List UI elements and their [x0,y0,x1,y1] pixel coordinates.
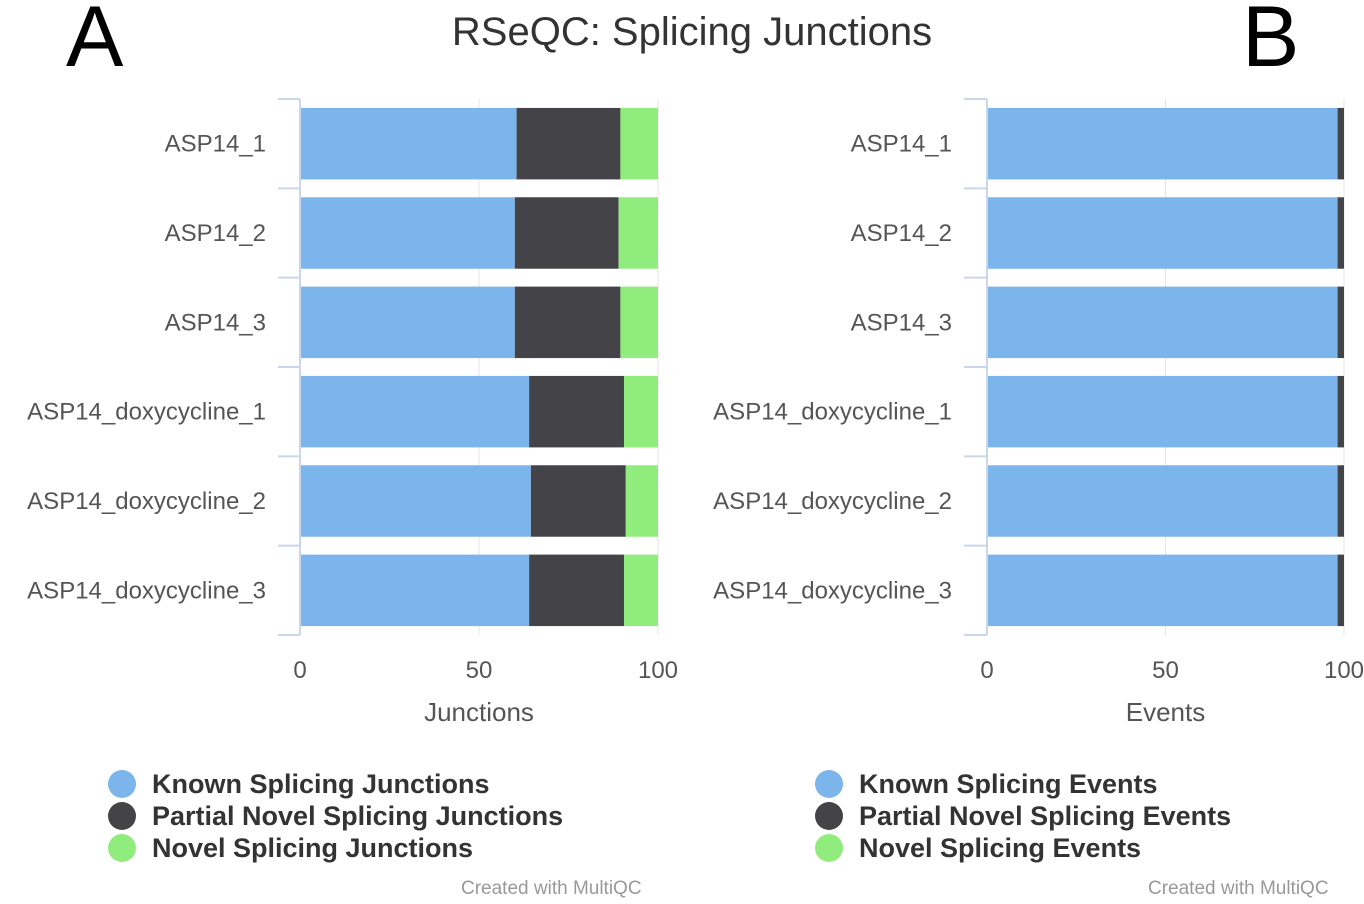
legend-label: Known Splicing Junctions [152,768,490,799]
legend-item-novel-events[interactable]: Novel Splicing Events [815,832,1231,864]
category-label: ASP14_1 [165,131,266,158]
category-label: ASP14_doxycycline_1 [713,399,952,426]
legend-label: Novel Splicing Junctions [152,832,474,863]
x-tick-label: 50 [1152,657,1179,684]
x-axis-title: Events [1126,697,1206,727]
legend-label: Known Splicing Events [859,768,1158,799]
bar-partial-novel-splicing-events [1337,197,1344,269]
bar-partial-novel-splicing-events [1337,375,1344,448]
bar-known-splicing-junctions [300,197,515,269]
legend-events: Known Splicing Events Partial Novel Spli… [815,768,1231,864]
bar-partial-novel-splicing-events [1337,554,1344,627]
bar-partial-novel-splicing-junctions [529,375,624,448]
category-label: ASP14_2 [165,220,266,247]
bar-known-splicing-junctions [300,286,515,359]
panel-label-a: A [66,0,124,85]
legend-marker-partial [815,802,843,830]
bar-known-splicing-junctions [300,107,517,180]
bar-partial-novel-splicing-events [1337,465,1344,537]
x-axis-title: Junctions [424,697,534,727]
bar-novel-splicing-junctions [620,107,658,180]
legend-junctions: Known Splicing Junctions Partial Novel S… [108,768,563,864]
legend-marker-known [108,770,136,798]
credit-left[interactable]: Created with MultiQC [461,878,642,899]
category-label: ASP14_3 [851,309,952,336]
bar-known-splicing-junctions [300,375,530,448]
x-tick-label: 50 [466,657,493,684]
category-label: ASP14_doxycycline_2 [713,488,952,515]
bar-known-splicing-events [987,554,1338,627]
bar-known-splicing-junctions [300,465,531,537]
x-tick-label: 0 [293,657,306,684]
legend-item-novel-junctions[interactable]: Novel Splicing Junctions [108,832,563,864]
bar-known-splicing-events [987,465,1338,537]
x-tick-label: 100 [1324,657,1364,684]
category-label: ASP14_doxycycline_3 [713,577,952,604]
category-label: ASP14_2 [851,220,952,247]
bar-partial-novel-splicing-junctions [516,107,621,180]
legend-item-partial-novel-events[interactable]: Partial Novel Splicing Events [815,800,1231,832]
bar-partial-novel-splicing-junctions [529,554,624,627]
credit-right[interactable]: Created with MultiQC [1148,878,1329,899]
legend-label: Partial Novel Splicing Junctions [152,800,564,831]
bar-known-splicing-events [987,286,1338,359]
bar-novel-splicing-junctions [620,286,658,359]
legend-label: Partial Novel Splicing Events [859,800,1232,831]
legend-marker-known [815,770,843,798]
panel-label-b: B [1242,0,1300,85]
bar-known-splicing-events [987,375,1338,448]
bar-known-splicing-events [987,107,1338,180]
legend-marker-novel [815,834,843,862]
x-tick-label: 100 [638,657,678,684]
legend-marker-partial [108,802,136,830]
category-label: ASP14_3 [165,309,266,336]
bar-partial-novel-splicing-junctions [514,286,621,359]
legend-item-known-events[interactable]: Known Splicing Events [815,768,1231,800]
bar-partial-novel-splicing-events [1337,286,1344,359]
category-label: ASP14_1 [851,131,952,158]
legend-item-partial-novel-junctions[interactable]: Partial Novel Splicing Junctions [108,800,563,832]
legend-marker-novel [108,834,136,862]
category-label: ASP14_doxycycline_3 [27,577,266,604]
chart-title: RSeQC: Splicing Junctions [451,10,933,54]
legend-item-known-junctions[interactable]: Known Splicing Junctions [108,768,563,800]
bar-novel-splicing-junctions [625,465,658,537]
bar-known-splicing-junctions [300,554,530,627]
legend-label: Novel Splicing Events [859,832,1142,863]
bar-novel-splicing-junctions [623,375,658,448]
bar-partial-novel-splicing-junctions [514,197,619,269]
bar-novel-splicing-junctions [618,197,658,269]
bar-known-splicing-events [987,197,1338,269]
category-label: ASP14_doxycycline_2 [27,488,266,515]
bar-novel-splicing-junctions [623,554,658,627]
bar-partial-novel-splicing-junctions [530,465,626,537]
x-tick-label: 0 [980,657,993,684]
bar-partial-novel-splicing-events [1337,107,1344,180]
category-label: ASP14_doxycycline_1 [27,399,266,426]
